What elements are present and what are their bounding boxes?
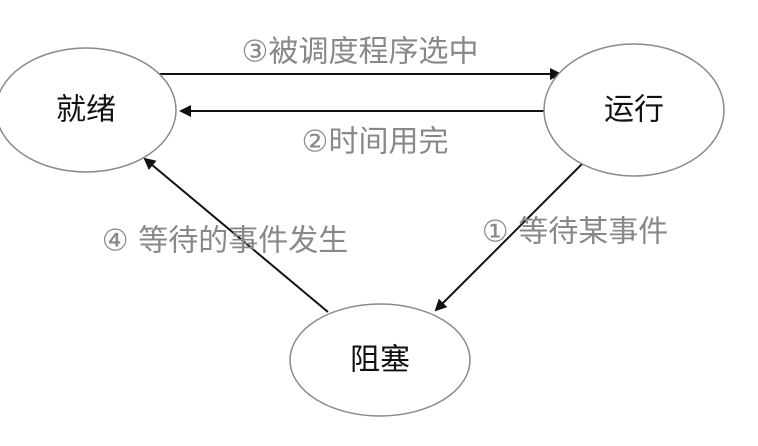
arrow-blocked-to-ready (143, 157, 329, 313)
node-ready-label: 就绪 (56, 93, 116, 128)
node-running-ellipse (543, 43, 725, 177)
node-running-label: 运行 (604, 93, 664, 128)
arrow-running-to-blocked (434, 157, 589, 312)
node-ready-ellipse (0, 47, 177, 173)
edge-label-blocked-to-ready: ④ 等待的事件发生 (102, 224, 348, 259)
edge-label-ready-to-running: ③被调度程序选中 (242, 35, 479, 70)
node-blocked-label: 阻塞 (350, 343, 410, 378)
edge-label-running-to-ready: ②时间用完 (302, 125, 449, 160)
node-ready: 就绪 (0, 47, 177, 173)
node-blocked-ellipse (289, 303, 471, 417)
edge-label-running-to-blocked: ① 等待某事件 (482, 215, 668, 250)
node-blocked: 阻塞 (289, 303, 471, 417)
node-running: 运行 (543, 43, 725, 177)
